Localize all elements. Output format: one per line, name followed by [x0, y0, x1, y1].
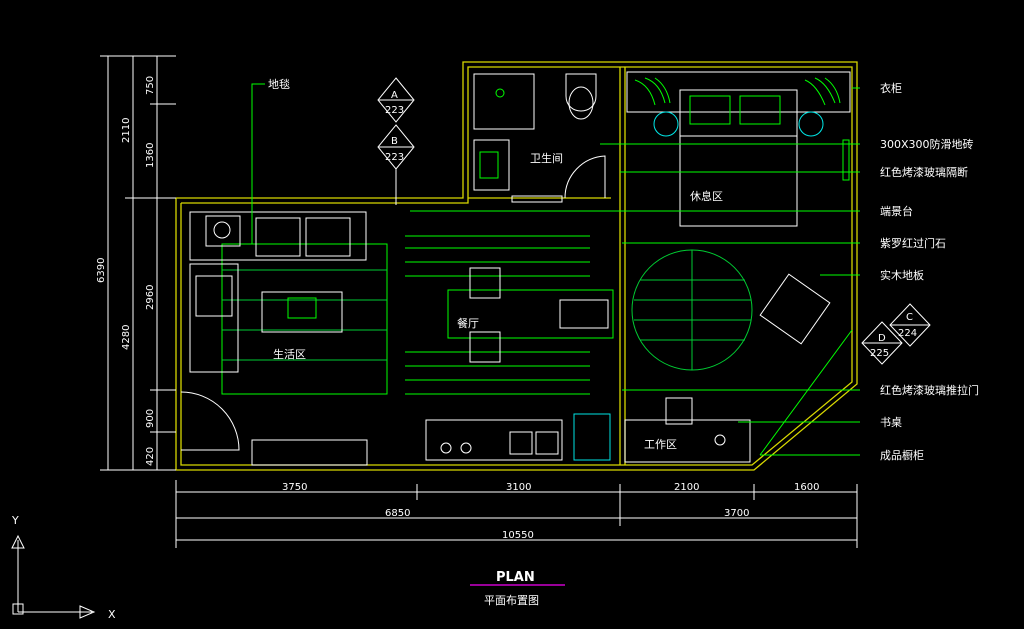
title-sub: 平面布置图 [484, 594, 539, 607]
dim-left-inner-4: 420 [145, 447, 156, 466]
work-furniture [624, 397, 751, 463]
callout-console-table: 端景台 [880, 204, 913, 218]
dining-label: 餐厅 [457, 316, 479, 330]
dimension-lines-bottom [175, 480, 858, 548]
dim-left-mid-1: 4280 [121, 325, 132, 350]
callout-cabinet: 成品橱柜 [880, 448, 924, 462]
rest-area-label: 休息区 [690, 189, 723, 203]
dim-bottom-row2-1: 3700 [724, 508, 749, 519]
section-c-number: 224 [898, 328, 917, 339]
dim-bottom-row3: 10550 [502, 530, 534, 541]
callout-desk: 书桌 [880, 416, 902, 429]
callout-glass-partition: 红色烤漆玻璃隔断 [880, 165, 968, 179]
section-mark-b [377, 124, 415, 205]
ucs-axis-icon [11, 534, 96, 619]
dim-bottom-row1-0: 3750 [282, 482, 307, 493]
title-main: PLAN [496, 570, 535, 585]
carpet-label: 地毯 [268, 77, 290, 91]
callout-glass-sliding-door: 红色烤漆玻璃推拉门 [880, 383, 979, 397]
section-b-letter: B [391, 136, 398, 147]
bedroom-furniture [626, 71, 853, 456]
dim-bottom-row1-3: 1600 [794, 482, 819, 493]
living-area-label: 生活区 [273, 347, 306, 361]
section-a-letter: A [391, 90, 398, 101]
section-c-letter: C [906, 312, 913, 323]
dimension-lines-left [100, 55, 176, 471]
dim-left-inner-1: 1360 [145, 143, 156, 168]
dim-bottom-row1-1: 3100 [506, 482, 531, 493]
callout-wardrobe: 衣柜 [880, 81, 902, 95]
axis-y-label: Y [11, 514, 19, 527]
dim-bottom-row1-2: 2100 [674, 482, 699, 493]
callout-leaders [251, 83, 860, 456]
bathroom-fixtures [473, 73, 606, 203]
callout-wood-floor: 实木地板 [880, 268, 924, 282]
section-mark-cd [861, 303, 931, 365]
section-d-number: 225 [870, 348, 889, 359]
section-b-number: 223 [385, 152, 404, 163]
dim-left-inner-2: 2960 [145, 285, 156, 310]
dining-furniture [405, 235, 614, 461]
callout-antislip-tile: 300X300防滑地砖 [880, 137, 974, 151]
walls [175, 61, 858, 471]
dim-left-outer: 6390 [96, 258, 107, 283]
callout-threshold-stone: 紫罗红过门石 [880, 236, 946, 250]
bathroom-label: 卫生间 [530, 151, 563, 165]
section-d-letter: D [878, 333, 886, 344]
section-a-number: 223 [385, 105, 404, 116]
living-furniture [180, 211, 388, 466]
axis-x-label: X [108, 608, 116, 621]
dim-bottom-row2-0: 6850 [385, 508, 410, 519]
dim-left-inner-0: 750 [145, 76, 156, 95]
dim-left-inner-3: 900 [145, 409, 156, 428]
work-area-label: 工作区 [644, 438, 677, 451]
dim-left-mid-0: 2110 [121, 118, 132, 143]
section-mark-a [377, 77, 415, 123]
